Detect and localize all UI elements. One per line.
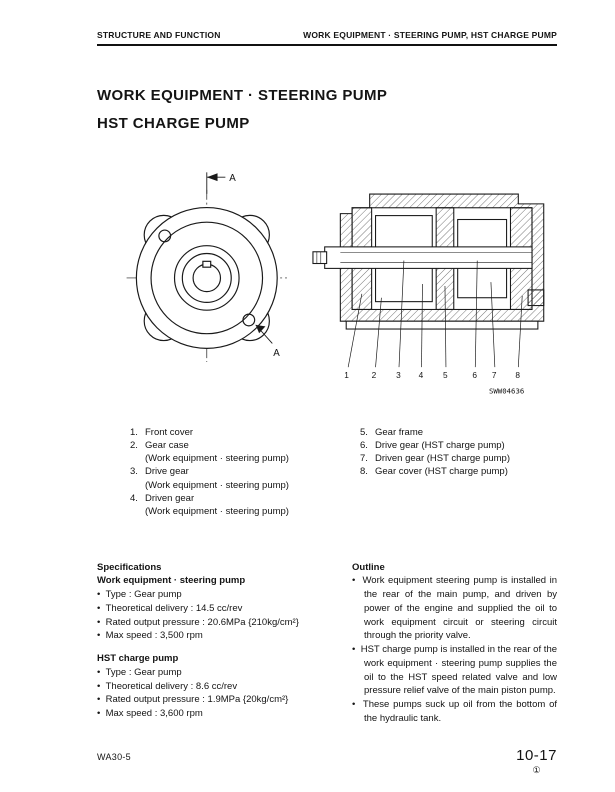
footer-model-number: WA30-5: [97, 752, 131, 762]
callout-numbers: 1 2 3 4 5 6 7 8: [344, 369, 520, 379]
drawing-number: SWW04636: [489, 386, 524, 395]
parts-list-item: 2.Gear case (Work equipment · steering p…: [130, 439, 289, 465]
mounting-flange: [345, 320, 538, 330]
callout-3: 3: [396, 369, 401, 379]
outline-item: Work equipment steering pump is installe…: [352, 574, 557, 643]
pump-front-view-drawing: A A: [126, 171, 287, 362]
page-title-line1: WORK EQUIPMENT · STEERING PUMP: [97, 87, 388, 104]
footer-page-block: 10-17 ①: [516, 747, 557, 776]
callout-1: 1: [344, 369, 349, 379]
spec-item: Rated output pressure : 1.9MPa {20kg/cm²…: [97, 693, 337, 707]
callout-2: 2: [371, 369, 376, 379]
spec-list-hst-charge-pump: Type : Gear pump Theoretical delivery : …: [97, 666, 337, 721]
figure-row: A A: [97, 158, 557, 400]
spec-subheading-work-equipment-pump: Work equipment · steering pump: [97, 575, 246, 587]
outline-item: These pumps suck up oil from the bottom …: [352, 698, 557, 726]
spec-item: Rated output pressure : 20.6MPa {210kg/c…: [97, 616, 337, 630]
parts-list-left-column: 1.Front cover 2.Gear case (Work equipmen…: [130, 426, 360, 519]
outline-heading: Outline: [352, 561, 385, 573]
section-arrow-bottom: [255, 324, 266, 333]
spec-item: Max speed : 3,600 rpm: [97, 707, 337, 721]
specifications-heading: Specifications: [97, 561, 162, 573]
page-number: 10-17: [516, 747, 557, 764]
callout-5: 5: [443, 369, 448, 379]
bolt-hole: [158, 228, 172, 242]
callout-8: 8: [515, 369, 520, 379]
callout-7: 7: [491, 369, 496, 379]
header-section-title: STRUCTURE AND FUNCTION: [97, 30, 221, 40]
specifications-section: Specifications Work equipment · steering…: [97, 561, 337, 726]
bolt-hole: [242, 313, 256, 326]
spec-item: Type : Gear pump: [97, 588, 337, 602]
drive-shaft: [323, 245, 533, 269]
pump-cross-section-drawing: 1 2 3 4 5 6 7 8 SWW04636: [311, 193, 544, 395]
section-label-a-top: A: [229, 173, 236, 184]
spec-item: Theoretical delivery : 14.5 cc/rev: [97, 602, 337, 616]
section-arrow-top: [206, 172, 218, 181]
page-header: STRUCTURE AND FUNCTION WORK EQUIPMENT · …: [97, 0, 557, 40]
parts-list: 1.Front cover 2.Gear case (Work equipmen…: [97, 426, 557, 519]
spec-subheading-hst-charge-pump: HST charge pump: [97, 653, 179, 665]
pump-section-linework: [311, 193, 544, 330]
callout-4: 4: [418, 369, 423, 379]
spec-item: Theoretical delivery : 8.6 cc/rev: [97, 680, 337, 694]
parts-list-item: 8.Gear cover (HST charge pump): [360, 466, 508, 478]
parts-list-item: 6.Drive gear (HST charge pump): [360, 439, 505, 451]
pump-front-view-linework: [126, 171, 287, 362]
callout-6: 6: [472, 369, 477, 379]
parts-list-item: 5.Gear frame: [360, 426, 424, 438]
parts-list-item: 1.Front cover: [130, 426, 194, 438]
header-rule: [97, 44, 557, 46]
page-title-line2: HST CHARGE PUMP: [97, 114, 250, 132]
spec-item: Max speed : 3,500 rpm: [97, 629, 337, 643]
port-block: [527, 288, 544, 306]
parts-list-right-column: 5.Gear frame 6.Drive gear (HST charge pu…: [360, 426, 510, 519]
header-chapter-title: WORK EQUIPMENT · STEERING PUMP, HST CHAR…: [303, 30, 557, 40]
pump-flange-outline: [135, 206, 278, 349]
parts-list-item: 4.Driven gear (Work equipment · steering…: [130, 492, 289, 518]
spec-list-work-equipment-pump: Type : Gear pump Theoretical delivery : …: [97, 588, 337, 643]
outline-section: Outline Work equipment steering pump is …: [352, 561, 557, 726]
section-label-a-bottom: A: [273, 348, 280, 359]
page-revision-mark: ①: [532, 765, 541, 775]
page-title: WORK EQUIPMENT · STEERING PUMP HST CHARG…: [97, 82, 557, 138]
outline-list: Work equipment steering pump is installe…: [352, 574, 557, 725]
text-columns: Specifications Work equipment · steering…: [97, 561, 557, 726]
outline-item: HST charge pump is installed in the rear…: [352, 643, 557, 698]
spec-item: Type : Gear pump: [97, 666, 337, 680]
parts-list-item: 3.Drive gear (Work equipment · steering …: [130, 466, 289, 491]
parts-list-item: 7.Driven gear (HST charge pump): [360, 453, 510, 465]
callout-leader-lines: [347, 260, 523, 367]
